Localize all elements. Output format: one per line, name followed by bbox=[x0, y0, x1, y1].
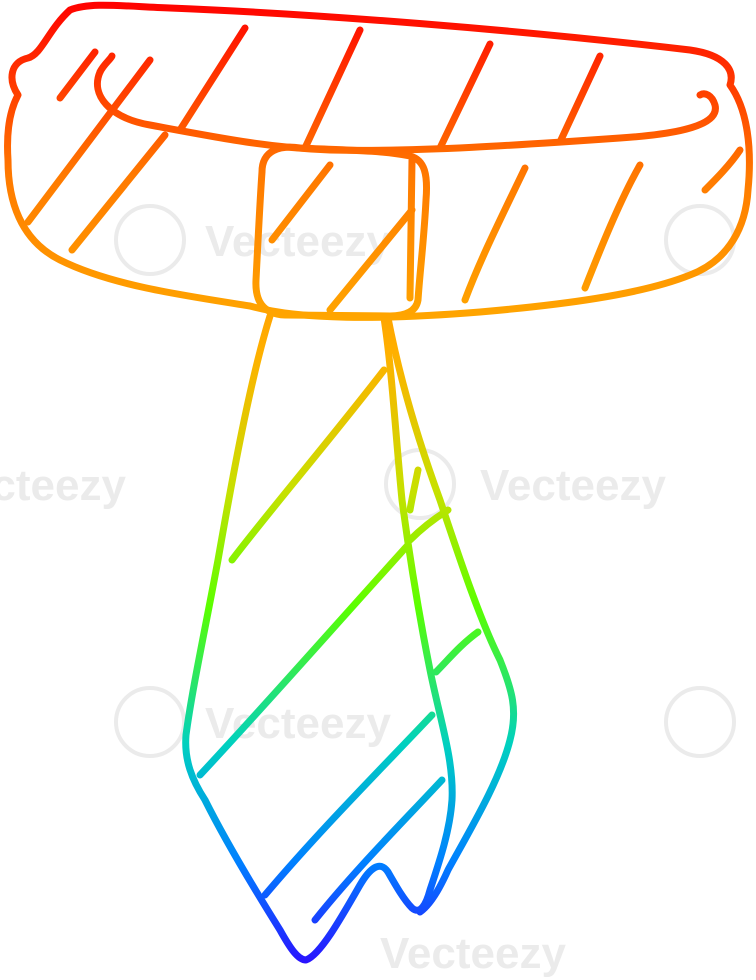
collar-inner-edge-left-curl bbox=[96, 52, 116, 76]
watermark-logo-icon bbox=[664, 204, 736, 276]
collar-stripe bbox=[436, 40, 494, 152]
knot-stripe bbox=[326, 206, 416, 314]
front-blade-stripe bbox=[261, 711, 436, 899]
back-blade-outline bbox=[384, 314, 518, 916]
collar-stripe bbox=[701, 146, 744, 194]
collar-stripe bbox=[461, 164, 529, 304]
collar-outline bbox=[4, 1, 753, 321]
tie-knot bbox=[252, 143, 431, 320]
tie-front-blade bbox=[182, 312, 456, 964]
collar-stripe bbox=[176, 24, 249, 134]
watermark-text: Vecteezy bbox=[380, 929, 566, 978]
front-blade-stripe bbox=[311, 776, 446, 924]
collar-stripe bbox=[301, 26, 364, 152]
tie-back-blade bbox=[384, 314, 518, 916]
collar-stripe bbox=[556, 52, 604, 146]
knot-stripe bbox=[268, 161, 334, 244]
back-blade-stripe bbox=[406, 506, 452, 544]
watermark-text: Vecteezy bbox=[205, 217, 391, 266]
collar-stripe bbox=[24, 56, 154, 226]
collar-stripe bbox=[56, 48, 99, 102]
back-blade-stripe bbox=[406, 466, 422, 514]
front-blade-stripe bbox=[196, 541, 412, 779]
back-blade-stripe bbox=[432, 628, 482, 676]
watermark-logo-icon bbox=[664, 686, 736, 758]
knot-stripe bbox=[406, 156, 416, 302]
watermark-text: Vecteezy bbox=[480, 461, 666, 510]
collar-stripe bbox=[581, 161, 644, 292]
watermark-logo-icon bbox=[114, 204, 186, 276]
watermark-text: Vecteezy bbox=[0, 461, 126, 510]
watermark: Vecteezy Vecteezy Vecteezy Vecteezy Vect… bbox=[0, 204, 736, 978]
collar-stripe bbox=[68, 131, 169, 254]
collar bbox=[4, 1, 753, 321]
front-blade-outline bbox=[182, 312, 456, 964]
watermark-logo-icon bbox=[114, 686, 186, 758]
knot-outline bbox=[252, 143, 431, 320]
front-blade-stripe bbox=[228, 366, 388, 564]
